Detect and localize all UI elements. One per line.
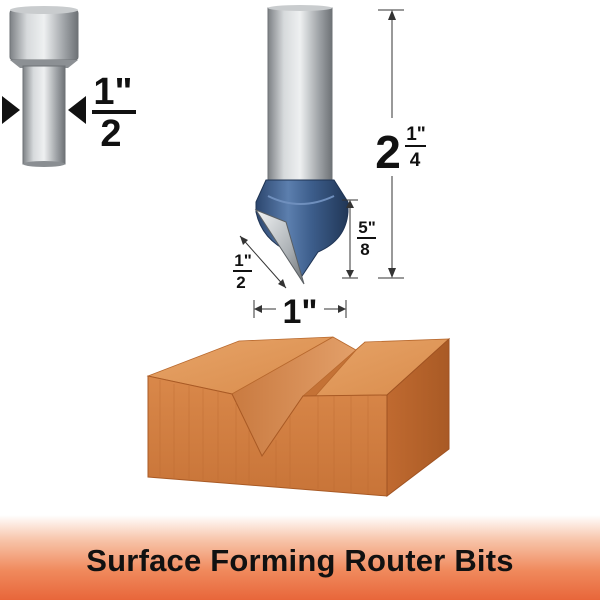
cut-height-denominator: 8 [360, 240, 369, 259]
banner-title: Surface Forming Router Bits [86, 542, 514, 578]
shank-numerator: 1" [93, 71, 132, 113]
overall-length-dimension [378, 9, 404, 279]
left-arrow-icon [2, 96, 20, 124]
router-bit [254, 5, 349, 285]
wood-block [146, 336, 451, 498]
cut-height-label: 5" 8 [357, 218, 376, 259]
overall-length-whole: 2 [375, 126, 401, 178]
shank-detail [2, 6, 86, 167]
cut-diameter-label: 1" [282, 293, 317, 331]
cut-height-numerator: 5" [358, 218, 376, 237]
cut-side-label: 1" 2 [233, 251, 252, 292]
cut-side-dimension [239, 235, 287, 289]
shank-detail-head [9, 9, 79, 61]
overall-length-label: 2 1" 4 [375, 124, 426, 178]
cut-height-dimension [342, 199, 358, 279]
right-arrow-icon [68, 96, 86, 124]
cut-side-numerator: 1" [234, 251, 252, 270]
overall-length-numerator: 1" [406, 124, 426, 145]
title-banner: Surface Forming Router Bits [0, 515, 600, 600]
overall-length-denominator: 4 [410, 150, 421, 171]
shank-denominator: 2 [100, 113, 121, 155]
router-bit-blade [254, 208, 305, 285]
cut-side-denominator: 2 [236, 273, 245, 292]
router-bit-cutter [255, 179, 349, 277]
shank-detail-body [22, 65, 66, 165]
cut-diameter-dimension [253, 300, 347, 318]
router-bit-shank [267, 7, 333, 181]
shank-dimension-label: 1" 2 [92, 71, 136, 155]
